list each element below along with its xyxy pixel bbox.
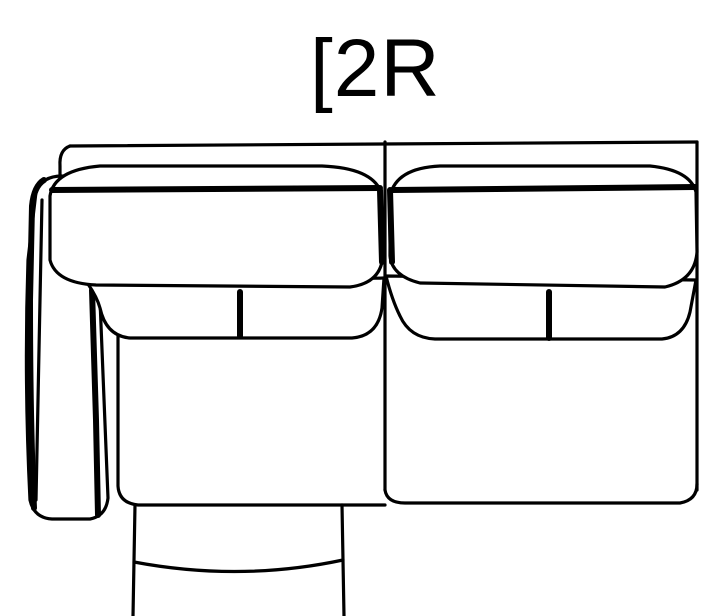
back-cushion-left bbox=[48, 164, 385, 289]
module-code-label: [2R bbox=[310, 23, 441, 114]
left-armrest bbox=[24, 174, 110, 521]
seat-frame bbox=[116, 330, 699, 507]
seat-cushion-left bbox=[86, 276, 386, 340]
back-cushion-right bbox=[387, 164, 699, 289]
connector-leg bbox=[131, 503, 346, 616]
seat-cushion-right bbox=[384, 274, 698, 341]
